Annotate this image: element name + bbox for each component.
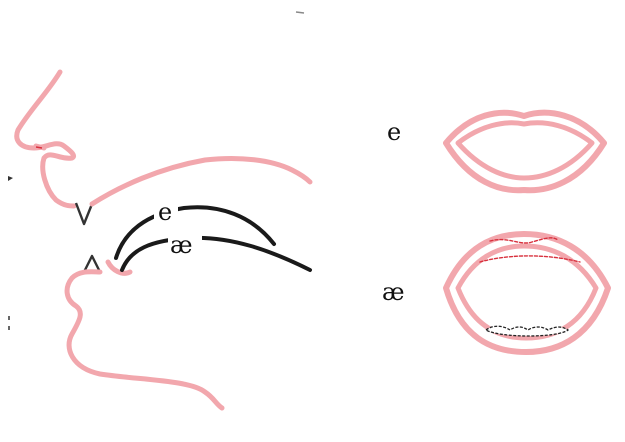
upper-teeth: [76, 203, 92, 224]
stray-mark-top: [296, 12, 304, 13]
face-profile-lower: [67, 262, 222, 408]
tongue-curve-ae: [122, 238, 310, 270]
tongue-label-ae: æ: [170, 231, 193, 259]
palate-line: [92, 158, 310, 204]
lip-label-ae: æ: [382, 278, 405, 306]
lip-label-e: e: [387, 118, 401, 146]
stray-mark-left: [8, 176, 13, 181]
lip-shape-e: [446, 113, 604, 190]
tongue-label-e: e: [158, 198, 172, 226]
nose-detail: [36, 147, 42, 148]
face-profile-upper: [17, 72, 74, 206]
